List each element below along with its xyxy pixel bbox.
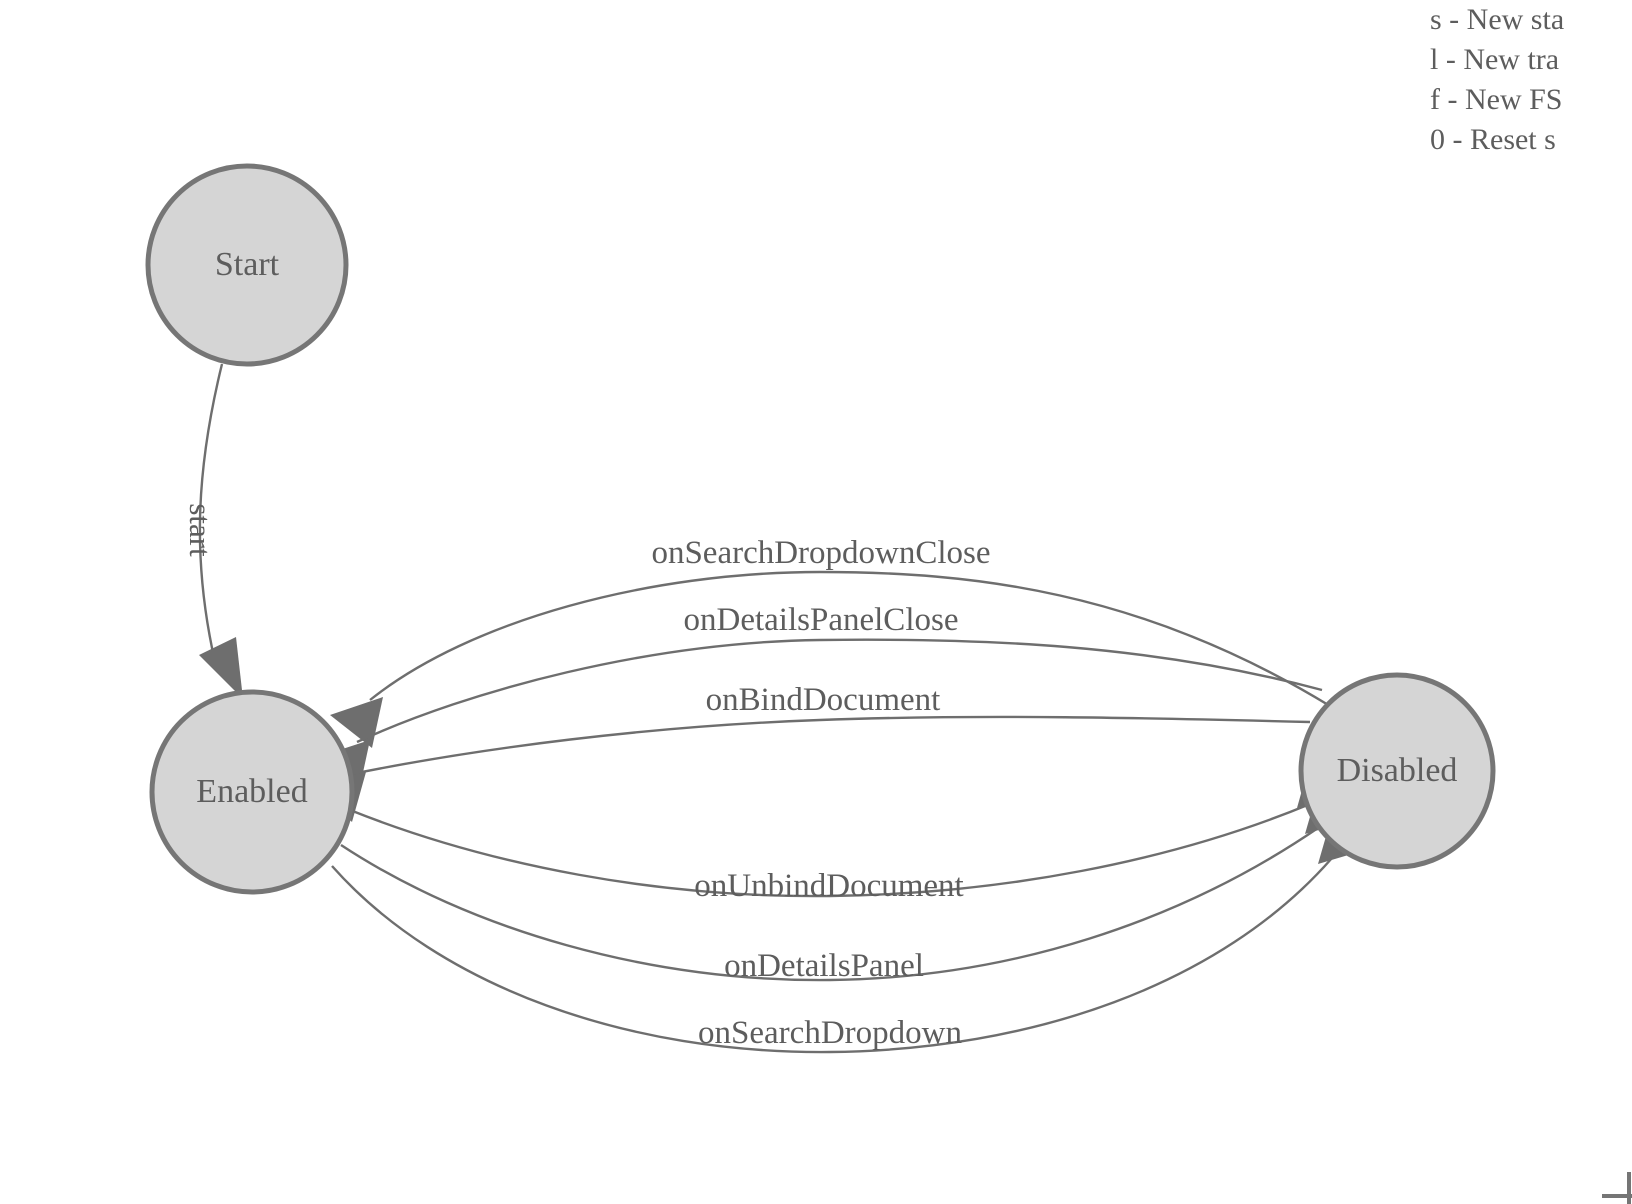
transition-path[interactable] [351, 715, 1311, 776]
node-disabled-circle[interactable] [1298, 672, 1496, 870]
shortcut-new-fsm: f - New FS [1430, 83, 1563, 116]
node-disabled-label: Disabled [1337, 752, 1458, 789]
keyboard-shortcuts-overlay: s - New sta l - New tra f - New FS 0 - R… [1430, 0, 1632, 160]
transition-path[interactable] [331, 857, 1333, 1054]
shortcut-new-transition: l - New tra [1430, 43, 1560, 76]
node-enabled-label: Enabled [196, 773, 307, 810]
transition-label-ondetailspanel: onDetailsPanel [724, 948, 924, 984]
transition-path[interactable] [356, 638, 1323, 744]
transition-start-to-enabled[interactable] [198, 363, 243, 699]
node-disabled[interactable]: Disabled [1298, 672, 1496, 870]
transition-label-onbinddocument: onBindDocument [706, 682, 941, 718]
frame-corner-vertical [1627, 1172, 1631, 1204]
transition-disabled-to-enabled-onbinddocument[interactable] [313, 715, 1311, 822]
node-start[interactable]: Start [145, 163, 349, 367]
node-start-circle[interactable] [145, 163, 349, 367]
transition-path[interactable] [369, 570, 1331, 708]
node-enabled[interactable]: Enabled [149, 689, 355, 895]
shortcut-reset: 0 - Reset s [1430, 123, 1556, 156]
transition-label-onsearchdropdown: onSearchDropdown [698, 1015, 962, 1051]
node-enabled-circle[interactable] [149, 689, 355, 895]
transition-arrowhead [199, 637, 243, 699]
transition-label-ondetailspanelclose: onDetailsPanelClose [684, 602, 959, 638]
transition-label-start: start [183, 503, 218, 557]
frame-corner-horizontal [1602, 1194, 1632, 1198]
shortcut-new-state: s - New sta [1430, 3, 1565, 36]
node-start-label: Start [215, 246, 280, 283]
transition-path[interactable] [198, 363, 224, 663]
transition-label-onsearchdropdownclose: onSearchDropdownClose [651, 535, 990, 571]
transition-path[interactable] [349, 802, 1311, 898]
transition-path[interactable] [340, 827, 1319, 982]
transition-label-onunbinddocument: onUnbindDocument [694, 868, 963, 904]
